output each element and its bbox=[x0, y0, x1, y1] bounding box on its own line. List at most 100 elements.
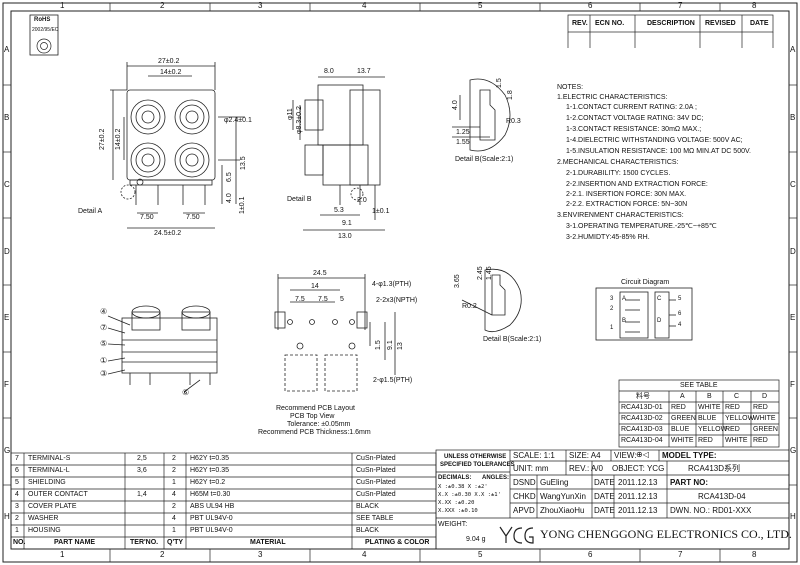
notes-line-11: 2-2.2. EXTRACTION FORCE: 5N~30N bbox=[566, 201, 688, 208]
circuit-pin-3: 3 bbox=[610, 296, 614, 302]
bom-1-plating: BLACK bbox=[356, 527, 379, 534]
notes-line-2: 1-1.CONTACT CURRENT RATING: 2.0A ; bbox=[566, 104, 697, 111]
see-row-1-d: RED bbox=[753, 404, 768, 411]
bom-2-material: PBT UL94V-0 bbox=[190, 515, 233, 522]
zone-ticks bbox=[3, 3, 797, 562]
circuit-diagram bbox=[595, 287, 693, 341]
circuit-pin-4: 4 bbox=[678, 322, 682, 328]
zone-row-g: G bbox=[4, 446, 11, 455]
front-view bbox=[110, 62, 245, 229]
bom-4-name: OUTER CONTACT bbox=[28, 491, 88, 498]
bom-6-plating: CuSn-Plated bbox=[356, 467, 396, 474]
bom-7-no: 7 bbox=[15, 455, 19, 462]
chkd-date: 2011.12.13 bbox=[618, 492, 658, 501]
bom-2-no: 2 bbox=[15, 515, 19, 522]
chkd-label: CHKD bbox=[513, 492, 536, 501]
dsnd-label: DSND bbox=[513, 478, 536, 487]
see-row-1-a: RED bbox=[671, 404, 686, 411]
notes-line-10: 2-2.1. INSERTION FORCE: 30N MAX. bbox=[566, 191, 687, 198]
bom-header-qty: Q'TY bbox=[167, 539, 184, 546]
bom-4-no: 4 bbox=[15, 491, 19, 498]
view-field: VIEW: bbox=[614, 451, 637, 460]
see-row-3-a: BLUE bbox=[671, 426, 690, 433]
notes-line-1: 1.ELECTRIC CHARACTERISTICS: bbox=[557, 94, 668, 101]
bom-1-name: HOUSING bbox=[28, 527, 61, 534]
see-row-2-a: GREEN bbox=[671, 415, 696, 422]
bom-1-qty: 1 bbox=[172, 527, 176, 534]
notes-line-13: 3-1.OPERATING TEMPERATURE.-25℃~+85℃ bbox=[566, 223, 717, 230]
dim-front-7-50-left: 7.50 bbox=[140, 214, 154, 221]
zone-col-2-bottom: 2 bbox=[160, 550, 165, 559]
dim-detail-r0-2: R0.2 bbox=[462, 303, 477, 310]
dim-front-height: 27±0.2 bbox=[99, 128, 106, 150]
notes-line-12: 3.ENVIRENMENT CHARACTERISTICS: bbox=[557, 212, 684, 219]
part-no-value: RCA413D-04 bbox=[698, 492, 746, 501]
bom-6-name: TERMINAL-L bbox=[28, 467, 70, 474]
dsnd-date-label: DATE bbox=[594, 478, 615, 487]
bom-4-plating: CuSn-Plated bbox=[356, 491, 396, 498]
see-row-2-d: WHITE bbox=[753, 415, 776, 422]
dim-side-1-0: 1±0.1 bbox=[372, 208, 390, 215]
weight-label: WEIGHT: bbox=[438, 521, 468, 528]
rev-header-ecn: ECN NO. bbox=[595, 20, 625, 27]
zone-row-d-right: D bbox=[790, 247, 796, 256]
rev-header-description: DESCRIPTION bbox=[647, 20, 695, 27]
circuit-label-d: D bbox=[657, 318, 662, 324]
inner-frame bbox=[10, 10, 790, 550]
see-table-grid bbox=[618, 379, 780, 448]
zone-row-e: E bbox=[4, 313, 10, 322]
detail-b-mid bbox=[461, 268, 522, 333]
chkd-date-label: DATE bbox=[594, 492, 615, 501]
bom-header-material: MATERIAL bbox=[250, 539, 286, 546]
bom-header-plating: PLATING & COLOR bbox=[365, 539, 430, 546]
see-table-header-d: D bbox=[762, 393, 768, 400]
zone-col-1: 1 bbox=[60, 1, 65, 10]
bom-2-name: WASHER bbox=[28, 515, 59, 522]
dim-detail-1-5: 1.5 bbox=[496, 78, 503, 88]
tol-line-3: X.XX :±0.20 bbox=[438, 500, 475, 506]
bom-7-material: H62Y t=0.35 bbox=[190, 455, 229, 462]
dim-pcb-13: 13 bbox=[397, 342, 404, 350]
dim-front-6-5: 6.5 bbox=[226, 172, 233, 182]
zone-col-1-bottom: 1 bbox=[60, 550, 65, 559]
revision-block bbox=[567, 14, 774, 48]
rev-header-revised: REVISED bbox=[705, 20, 736, 27]
see-table-title: SEE TABLE bbox=[680, 382, 718, 389]
bom-4-ter: 1,4 bbox=[137, 491, 147, 498]
see-row-2-b: BLUE bbox=[698, 415, 717, 422]
dim-side-2-0: 2.0 bbox=[357, 197, 367, 204]
bom-4-qty: 4 bbox=[172, 491, 176, 498]
see-table-header-b: B bbox=[707, 393, 712, 400]
dim-side-phi-8-3: φ8.3±0.2 bbox=[296, 106, 303, 134]
balloon-7: ⑦ bbox=[100, 323, 108, 332]
pcb-caption-2: PCB Top View bbox=[290, 413, 335, 420]
weight-value: 9.04 g bbox=[466, 536, 486, 543]
rohs-directive: 2002/95/EC bbox=[32, 27, 59, 33]
zone-col-3-bottom: 3 bbox=[258, 550, 263, 559]
zone-col-2: 2 bbox=[160, 1, 165, 10]
notes-line-3: 1-2.CONTACT VOLTAGE RATING: 34V DC; bbox=[566, 115, 704, 122]
notes-line-9: 2-2.INSERTION AND EXTRACTION FORCE: bbox=[566, 181, 708, 188]
bom-4-material: H65M t=0.30 bbox=[190, 491, 231, 498]
see-row-4-d: RED bbox=[753, 437, 768, 444]
zone-col-5: 5 bbox=[478, 1, 483, 10]
zone-col-6: 6 bbox=[588, 1, 593, 10]
detail-b-label: Detail B bbox=[287, 196, 312, 203]
tol-title-2: SPECIFIED TOLERANCES bbox=[440, 462, 515, 468]
bom-7-ter: 2,5 bbox=[137, 455, 147, 462]
see-table-header-a: A bbox=[680, 393, 685, 400]
balloon-4: ④ bbox=[100, 307, 108, 316]
circuit-label-a: A bbox=[622, 296, 627, 302]
bom-6-ter: 3,6 bbox=[137, 467, 147, 474]
pcb-caption-4: Recommend PCB Thickness:1.6mm bbox=[258, 429, 371, 436]
balloon-6: ⑥ bbox=[182, 388, 190, 397]
bom-3-material: ABS UL94 HB bbox=[190, 503, 235, 510]
dim-detail-1-25: 1.25 bbox=[456, 129, 470, 136]
see-row-2-part: RCA413D-02 bbox=[621, 415, 663, 422]
bom-5-qty: 1 bbox=[172, 479, 176, 486]
zone-row-d: D bbox=[4, 247, 10, 256]
bom-2-qty: 4 bbox=[172, 515, 176, 522]
dim-detail-2-45: 2.45 bbox=[477, 266, 484, 280]
dsnd-name: GuEling bbox=[540, 478, 569, 487]
dim-front-height-inner: 14±0.2 bbox=[115, 128, 122, 150]
